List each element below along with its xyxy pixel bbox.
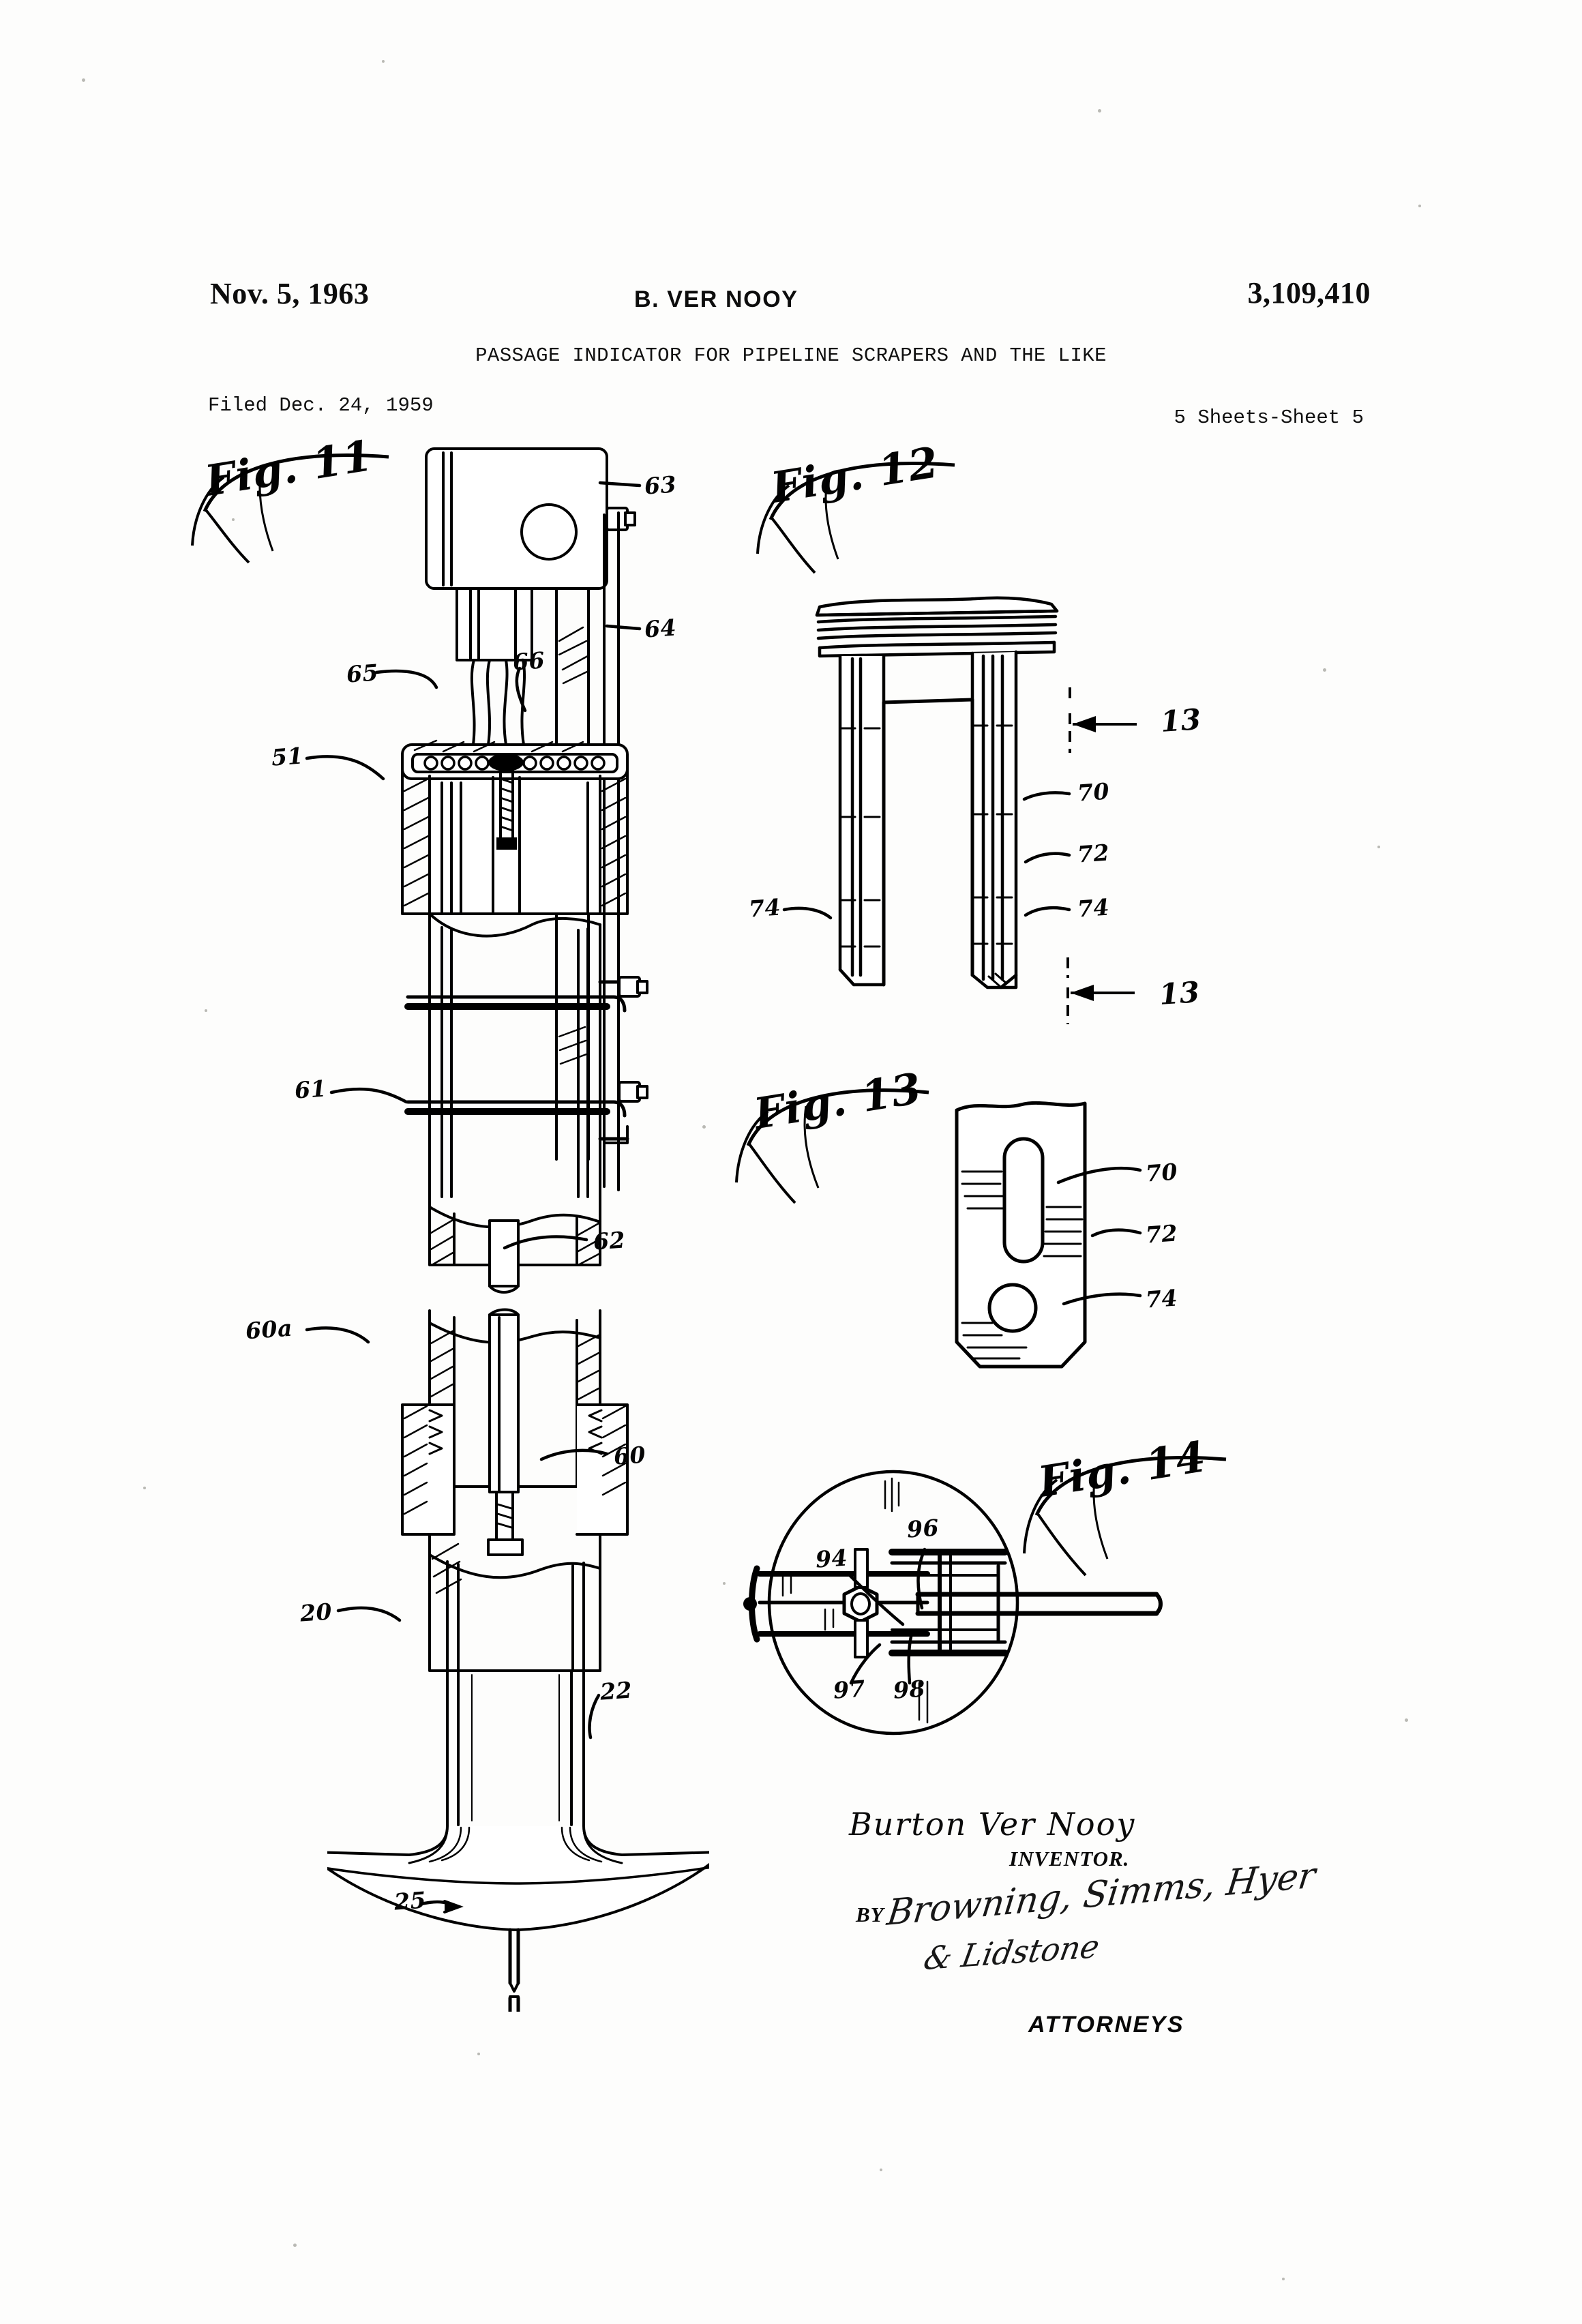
figure-13-leader-lines: [1056, 1166, 1142, 1306]
scan-speck: [82, 78, 85, 82]
scan-speck: [477, 2053, 480, 2055]
figure-12-leader-lines: [782, 791, 1071, 920]
figure-12-caption-flourish: [756, 462, 955, 574]
section-line-13-top: [1069, 687, 1137, 753]
scan-speck: [1323, 668, 1326, 672]
figure-14-caption-flourish: [1023, 1456, 1227, 1577]
filing-date: Filed Dec. 24, 1959: [208, 394, 434, 417]
figure-13-caption-flourish: [735, 1088, 929, 1204]
inventor-header: B. VER NOOY: [634, 286, 799, 312]
figure-14-leader-lines: [848, 1547, 927, 1685]
inventor-label: INVENTOR.: [1009, 1847, 1130, 1871]
ref-section-13-bottom: 13: [1158, 974, 1202, 1012]
figure-11-caption-flourish: [191, 453, 389, 564]
ref-section-13-top: 13: [1159, 702, 1203, 739]
scan-speck: [293, 2244, 297, 2247]
figure-13-section-drawing: [955, 1101, 1087, 1369]
sheet-number: 5 Sheets-Sheet 5: [1174, 406, 1364, 429]
scan-speck: [880, 2169, 882, 2171]
by-label: BY: [856, 1903, 884, 1926]
figure-14-detail-drawing: [743, 1470, 1163, 1735]
attorneys-label: ATTORNEYS: [1028, 2012, 1185, 2038]
section-line-13-bottom: [1066, 957, 1135, 1024]
publication-date: Nov. 5, 1963: [210, 277, 370, 310]
scan-speck: [382, 60, 385, 63]
scan-speck: [1377, 846, 1380, 848]
scan-speck: [1098, 109, 1101, 113]
scan-speck: [143, 1487, 146, 1489]
scan-speck: [1418, 205, 1421, 207]
figure-12-drawing: [815, 596, 1059, 989]
patent-title: PASSAGE INDICATOR FOR PIPELINE SCRAPERS …: [475, 344, 1107, 367]
inventor-signature-name: Burton Ver Nooy: [849, 1806, 1136, 1843]
scan-speck: [1405, 1718, 1408, 1722]
figure-11-assembly-drawing: [327, 447, 709, 2012]
attorney-signature-line-2: & Lidstone: [921, 1927, 1103, 1978]
patent-number: 3,109,410: [1247, 276, 1371, 310]
figure-11-leader-lines: [305, 481, 642, 1913]
scan-speck: [1282, 2278, 1285, 2280]
